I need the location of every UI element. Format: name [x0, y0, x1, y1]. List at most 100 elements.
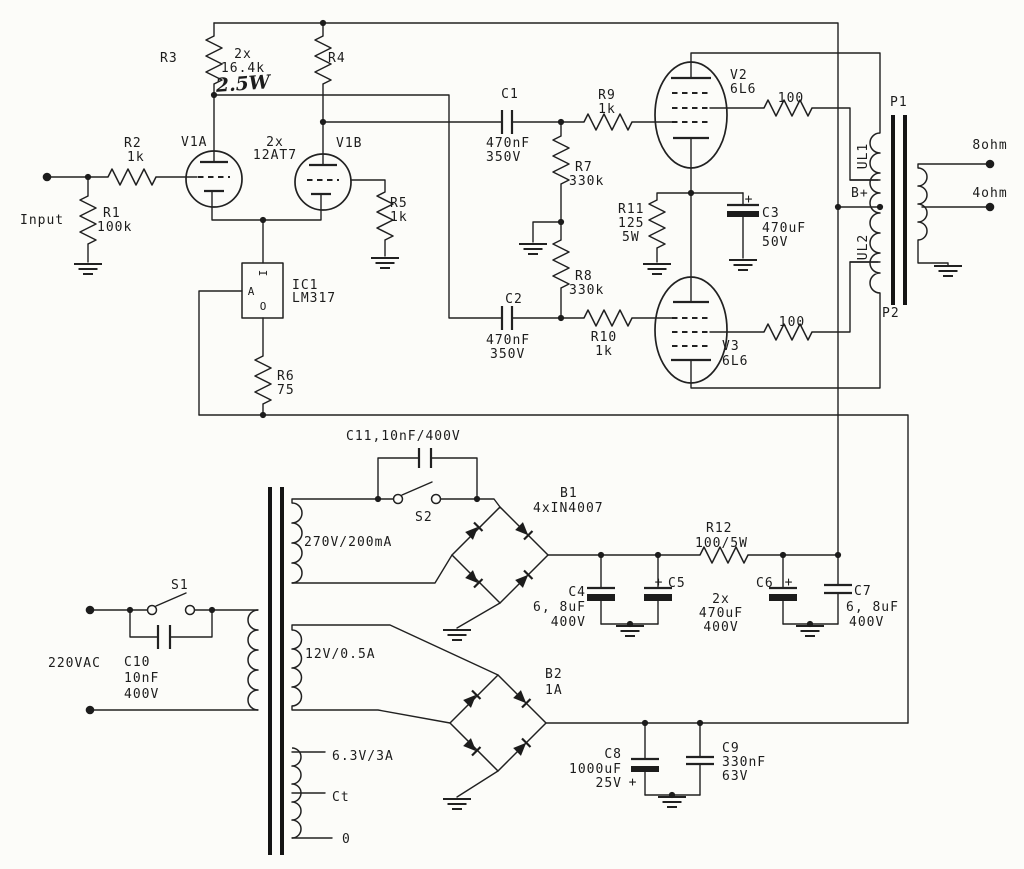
- r4-label: R4: [328, 51, 346, 66]
- r3-label: R3: [160, 51, 178, 66]
- ground-icon: [933, 265, 963, 277]
- c6-plus: +: [785, 575, 794, 590]
- ic1-pin-adj: A: [248, 285, 255, 298]
- r11-power: 5W: [622, 230, 640, 245]
- screen-bottom-value: 100: [779, 315, 805, 330]
- c10-label: C10: [124, 655, 150, 670]
- r1-value: 100k: [97, 220, 132, 235]
- v1b-label: V1B: [336, 136, 362, 151]
- labels: Input R1 100k R2 1k R3 R4 2x 16.4k 2.5W …: [20, 47, 1007, 847]
- resistor-r8: [552, 239, 570, 289]
- ic1-lm317: I A O: [241, 262, 284, 319]
- out4-label: 4ohm: [972, 186, 1007, 201]
- c56-voltage: 400V: [703, 620, 738, 635]
- heater-winding-label: 6.3V/3A: [332, 749, 394, 764]
- out8-label: 8ohm: [972, 138, 1007, 153]
- c8-label: C8: [604, 747, 622, 762]
- switch-s2: [392, 481, 442, 505]
- c2-label: C2: [505, 292, 523, 307]
- c2-value: 470nF: [486, 333, 530, 348]
- c3-label: C3: [762, 206, 780, 221]
- c7-value: 6, 8uF: [846, 600, 899, 615]
- b1-label: B1: [560, 486, 578, 501]
- r34-value: 16.4k: [221, 61, 265, 76]
- capacitors: [156, 110, 852, 772]
- c1-value: 470nF: [486, 136, 530, 151]
- capacitor-c8: [631, 757, 659, 772]
- r5-label: R5: [390, 196, 408, 211]
- c10-voltage: 400V: [124, 687, 159, 702]
- ground-icon: [657, 796, 687, 808]
- ground-icon: [370, 257, 400, 269]
- r12-value: 100/5W: [695, 536, 748, 551]
- r2-value: 1k: [127, 150, 145, 165]
- wire-v2-plate: [690, 52, 881, 134]
- r8-value: 330k: [569, 283, 604, 298]
- c8-voltage: 25V: [596, 776, 622, 791]
- ground-icon: [518, 243, 548, 255]
- wire-split-a: [213, 94, 562, 319]
- r7-value: 330k: [569, 174, 604, 189]
- switch-s1: [146, 592, 196, 616]
- wire-opt-secondary: [917, 163, 991, 266]
- p2-label: P2: [882, 306, 900, 321]
- wire-c10-bypass: [129, 609, 213, 638]
- resistor-r4: [314, 35, 332, 85]
- resistors: [79, 35, 813, 564]
- wire-c11-bypass: [377, 457, 478, 500]
- v1a-label: V1A: [181, 135, 207, 150]
- c3-plus: +: [745, 192, 754, 207]
- r34-power: 2.5W: [214, 71, 272, 97]
- output-transformer: [849, 115, 928, 305]
- c9-voltage: 63V: [722, 769, 748, 784]
- ic1-pin-in: I: [256, 270, 269, 277]
- ic1-pin-out: O: [260, 300, 267, 313]
- input-label: Input: [20, 213, 64, 228]
- v2-type: 6L6: [730, 82, 756, 97]
- mains-terminal-neutral: [85, 705, 95, 715]
- b2-label: B2: [545, 667, 563, 682]
- screen-top-value: 100: [778, 91, 804, 106]
- ground-icon: [642, 263, 672, 275]
- speaker-terminal-4ohm: [985, 202, 995, 212]
- wire-ic1-adj: [198, 290, 243, 416]
- v1-type: 12AT7: [253, 148, 297, 163]
- c3-value: 470uF: [762, 221, 806, 236]
- wire-heater-stubs: [291, 751, 333, 839]
- r9-label: R9: [598, 88, 616, 103]
- c2-voltage: 350V: [490, 347, 525, 362]
- ground-icon: [728, 259, 758, 271]
- c8-plus: +: [629, 775, 638, 790]
- capacitor-c9: [686, 755, 714, 766]
- power-transformer: [247, 487, 303, 855]
- mains-terminal-live: [85, 605, 95, 615]
- bplus-label: B+: [851, 186, 869, 201]
- r11-value: 125: [618, 216, 644, 231]
- wire-b1-ground: [456, 602, 501, 629]
- r34-qty: 2x: [234, 47, 252, 62]
- ul2-label: UL2: [856, 234, 871, 260]
- r10-label: R10: [591, 330, 617, 345]
- resistor-r2: [107, 168, 157, 186]
- v1-qty: 2x: [266, 135, 284, 150]
- tube-v1b: [294, 153, 352, 211]
- resistor-r11: [648, 199, 666, 249]
- wire-r11-c3-tie: [656, 192, 744, 263]
- r7-label: R7: [575, 160, 593, 175]
- zero-label: 0: [342, 832, 351, 847]
- input-terminal: [42, 172, 52, 182]
- wire-mid-ground: [532, 221, 562, 243]
- r1-label: R1: [103, 206, 121, 221]
- capacitor-c7: [824, 583, 852, 595]
- ground-icon: [795, 625, 825, 637]
- capacitor-c6: [769, 586, 797, 601]
- ul1-label: UL1: [856, 143, 871, 169]
- wire-v3-plate: [690, 292, 881, 389]
- tube-v3: [654, 276, 728, 384]
- c3-voltage: 50V: [762, 235, 788, 250]
- c4-value: 6, 8uF: [533, 600, 586, 615]
- capacitor-c10: [156, 625, 172, 649]
- c5-plus: +: [655, 575, 664, 590]
- c56-value: 470uF: [699, 606, 743, 621]
- bridge-b1: [451, 506, 549, 604]
